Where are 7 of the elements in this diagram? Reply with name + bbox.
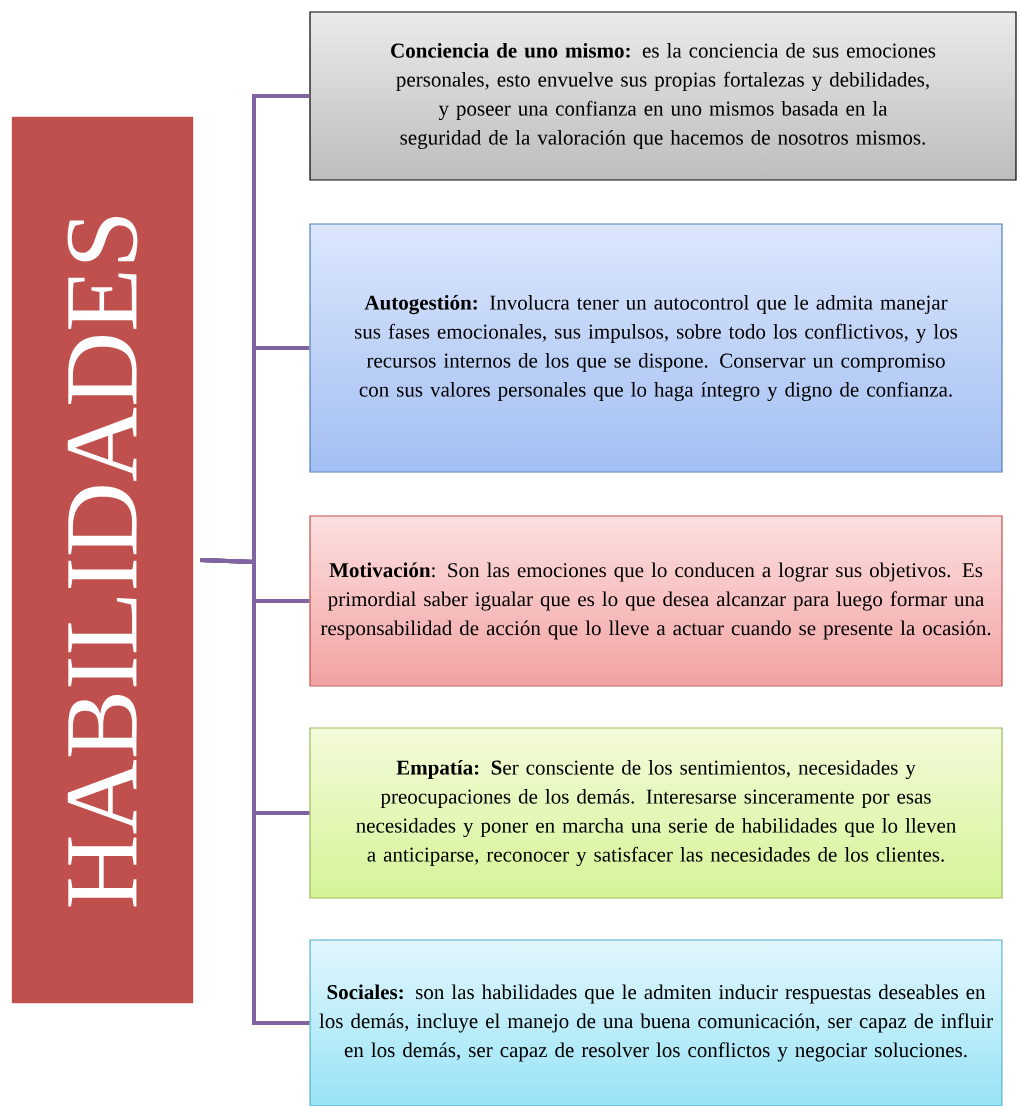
text-box: Autogestión: Involucra tener un autocontrol que le admita manejar sus fases emocionales, sus impulsos, sobre todo los conflictivos, y los recursos internos de los que se dispone. Conservar un compromiso con sus valores personales que lo haga íntegro y digno de confianza.	[309, 223, 1003, 473]
text-box: Conciencia de uno mismo: es la conciencia de sus emociones personales, esto envuelve sus propias fortalezas y debilidades, y poseer una confianza en uno mismos basada en la seguridad de la valoración que hacemos de nosotros mismos.	[309, 11, 1017, 181]
text-box: Motivación: Son las emociones que lo conducen a lograr sus objetivos. Es primordial saber igualar que es lo que desea alcanzar para luego formar una responsabilidad de acción que lo lleve a actuar cuando se presente la ocasión.	[309, 515, 1003, 687]
title-band: HABILIDADES	[11, 116, 194, 1004]
text-box: Empatía: Ser consciente de los sentimientos, necesidades y preocupaciones de los demás. Interesarse sinceramente por esas necesidades y poner en marcha una serie de habilidades que lo lleven a anticiparse, reconocer y satisfacer las necesidades de los clientes.	[309, 727, 1003, 899]
text-box: Sociales: son las habilidades que le admiten inducir respuestas deseables en los demás, incluye el manejo de una buena comunicación, ser capaz de influir en los demás, ser capaz de resolver los conflictos y negociar soluciones.	[309, 939, 1003, 1106]
connector	[200, 558, 310, 1025]
